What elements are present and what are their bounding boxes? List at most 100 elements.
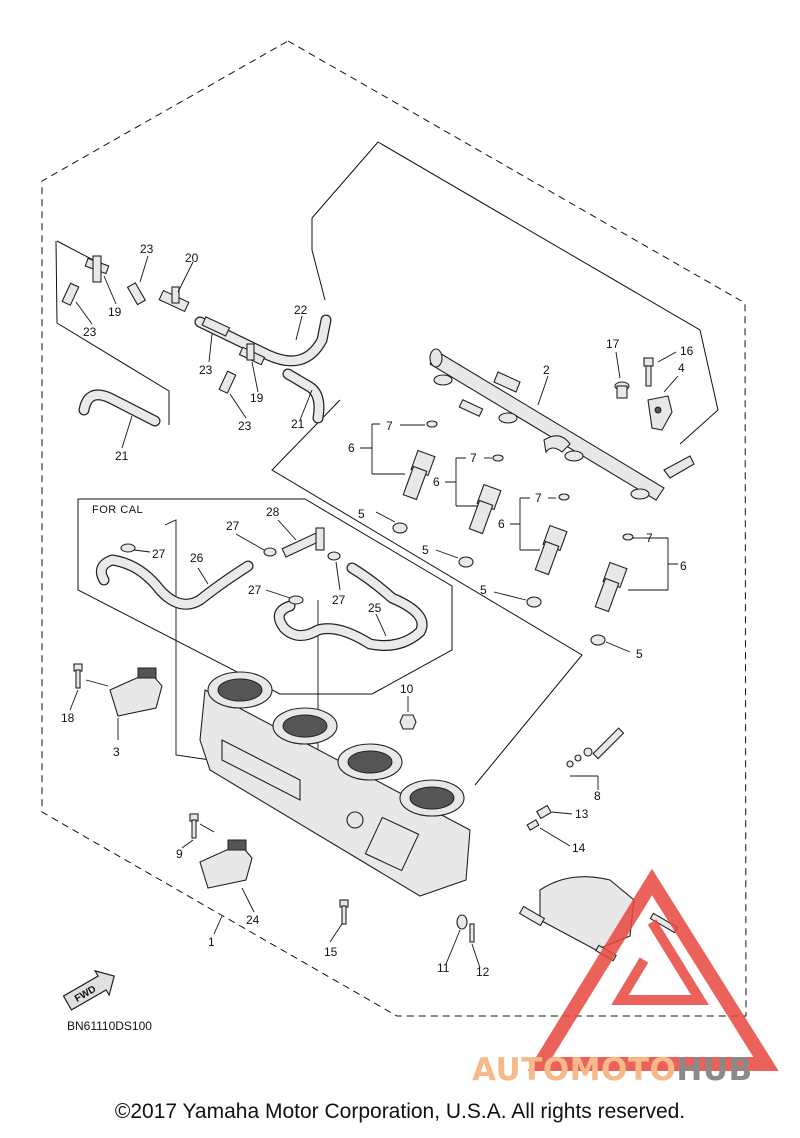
leader-24	[241, 887, 255, 913]
bolt-18	[73, 663, 83, 689]
leader-11	[445, 929, 461, 965]
callout-16: 16	[680, 344, 694, 358]
diagram-code: BN61110DS100	[67, 1019, 152, 1033]
fuel-rail-outline	[271, 141, 719, 786]
bolt-16	[643, 357, 654, 387]
for-cal-label: FOR CAL	[92, 504, 143, 516]
leader-5-d	[605, 641, 631, 653]
leader-27-b	[235, 533, 265, 551]
leader-1	[213, 915, 223, 935]
sensor-3	[109, 667, 163, 717]
callout-20: 20	[185, 251, 199, 265]
clamp-27-a	[120, 543, 136, 553]
callout-27-c: 27	[248, 583, 262, 597]
injector-3	[534, 493, 570, 576]
callout-21-b: 21	[291, 417, 305, 431]
callout-5-a: 5	[358, 507, 365, 521]
screw-set-8	[566, 727, 625, 768]
callout-26: 26	[190, 551, 204, 565]
leader-9	[181, 823, 215, 849]
watermark-part1: AUTOMOTO	[472, 1052, 677, 1088]
joint-20	[158, 286, 190, 313]
hose-21-right	[282, 368, 325, 424]
callout-7-c: 7	[535, 491, 542, 505]
watermark-logo-icon	[527, 868, 779, 1071]
leader-22	[295, 315, 303, 341]
callout-6-b: 6	[433, 475, 440, 489]
leader-19-b	[251, 361, 259, 393]
leader-27-c	[265, 589, 291, 599]
callout-12: 12	[476, 965, 490, 979]
callout-7-a: 7	[386, 419, 393, 433]
callout-7-b: 7	[470, 451, 477, 465]
callout-19-b: 19	[250, 391, 264, 405]
leader-2	[537, 375, 549, 406]
callout-23-c: 23	[199, 363, 213, 377]
injector-1	[402, 420, 438, 501]
seal-5-c	[526, 596, 542, 608]
clamp-27-c	[288, 595, 304, 605]
leader-20	[177, 261, 194, 293]
callout-7-d: 7	[646, 531, 653, 545]
clamp-27-b	[263, 547, 277, 557]
seal-5-d	[590, 634, 606, 646]
callout-1: 1	[208, 935, 215, 949]
callout-18: 18	[61, 711, 75, 725]
watermark-text: AUTOMOTOHUB	[472, 1052, 753, 1088]
seal-5-a	[392, 522, 408, 534]
bolt-15	[339, 899, 349, 925]
hose-group-outline-2	[56, 240, 98, 263]
callout-27-d: 27	[332, 593, 346, 607]
joint-28	[281, 527, 325, 558]
throttle-body	[199, 671, 471, 897]
oring-11	[456, 914, 468, 930]
for-cal-box	[77, 498, 453, 695]
watermark-part2: HUB	[676, 1052, 753, 1088]
leader-6-a	[360, 423, 405, 475]
callout-23-a: 23	[140, 242, 154, 256]
short-hose-23-a	[61, 282, 80, 306]
callout-3: 3	[113, 745, 120, 759]
leader-14	[539, 827, 571, 847]
hose-25	[273, 562, 428, 651]
short-hose-23-c	[201, 316, 231, 337]
leader-26	[197, 567, 209, 585]
bracket-4	[647, 395, 673, 431]
leader-23-c	[208, 333, 213, 363]
hose-group-outline	[55, 240, 170, 425]
callout-19-a: 19	[108, 305, 122, 319]
leader-21-b	[299, 389, 313, 421]
leader-5-c	[493, 591, 527, 601]
callout-14: 14	[572, 841, 586, 855]
leader-27-a	[133, 549, 151, 553]
callout-5-d: 5	[636, 647, 643, 661]
leader-6-d	[628, 537, 678, 591]
cover-assy	[518, 876, 679, 962]
callout-21-a: 21	[115, 449, 129, 463]
leader-23-d	[229, 393, 247, 419]
nut-10	[399, 714, 417, 730]
leader-23-a	[75, 301, 93, 325]
callout-15: 15	[324, 945, 338, 959]
leader-4	[663, 375, 679, 393]
seal-5-b	[458, 556, 474, 568]
leader-16	[657, 351, 677, 363]
injector-4	[594, 533, 634, 613]
callout-24: 24	[246, 913, 260, 927]
fitting-13	[536, 804, 552, 820]
callout-8: 8	[594, 789, 601, 803]
screw-17	[614, 381, 630, 399]
hose-26	[95, 554, 254, 610]
hose-22	[194, 314, 332, 367]
joint-19-left	[84, 255, 110, 283]
leader-27-d	[335, 561, 341, 591]
leader-6-c	[510, 497, 540, 551]
leader-18	[69, 679, 109, 711]
leader-5-b	[435, 549, 459, 559]
callout-23-b: 23	[83, 325, 97, 339]
hose-21-left	[78, 389, 161, 427]
callout-5-c: 5	[480, 583, 487, 597]
callout-2: 2	[543, 363, 550, 377]
callout-5-b: 5	[422, 543, 429, 557]
